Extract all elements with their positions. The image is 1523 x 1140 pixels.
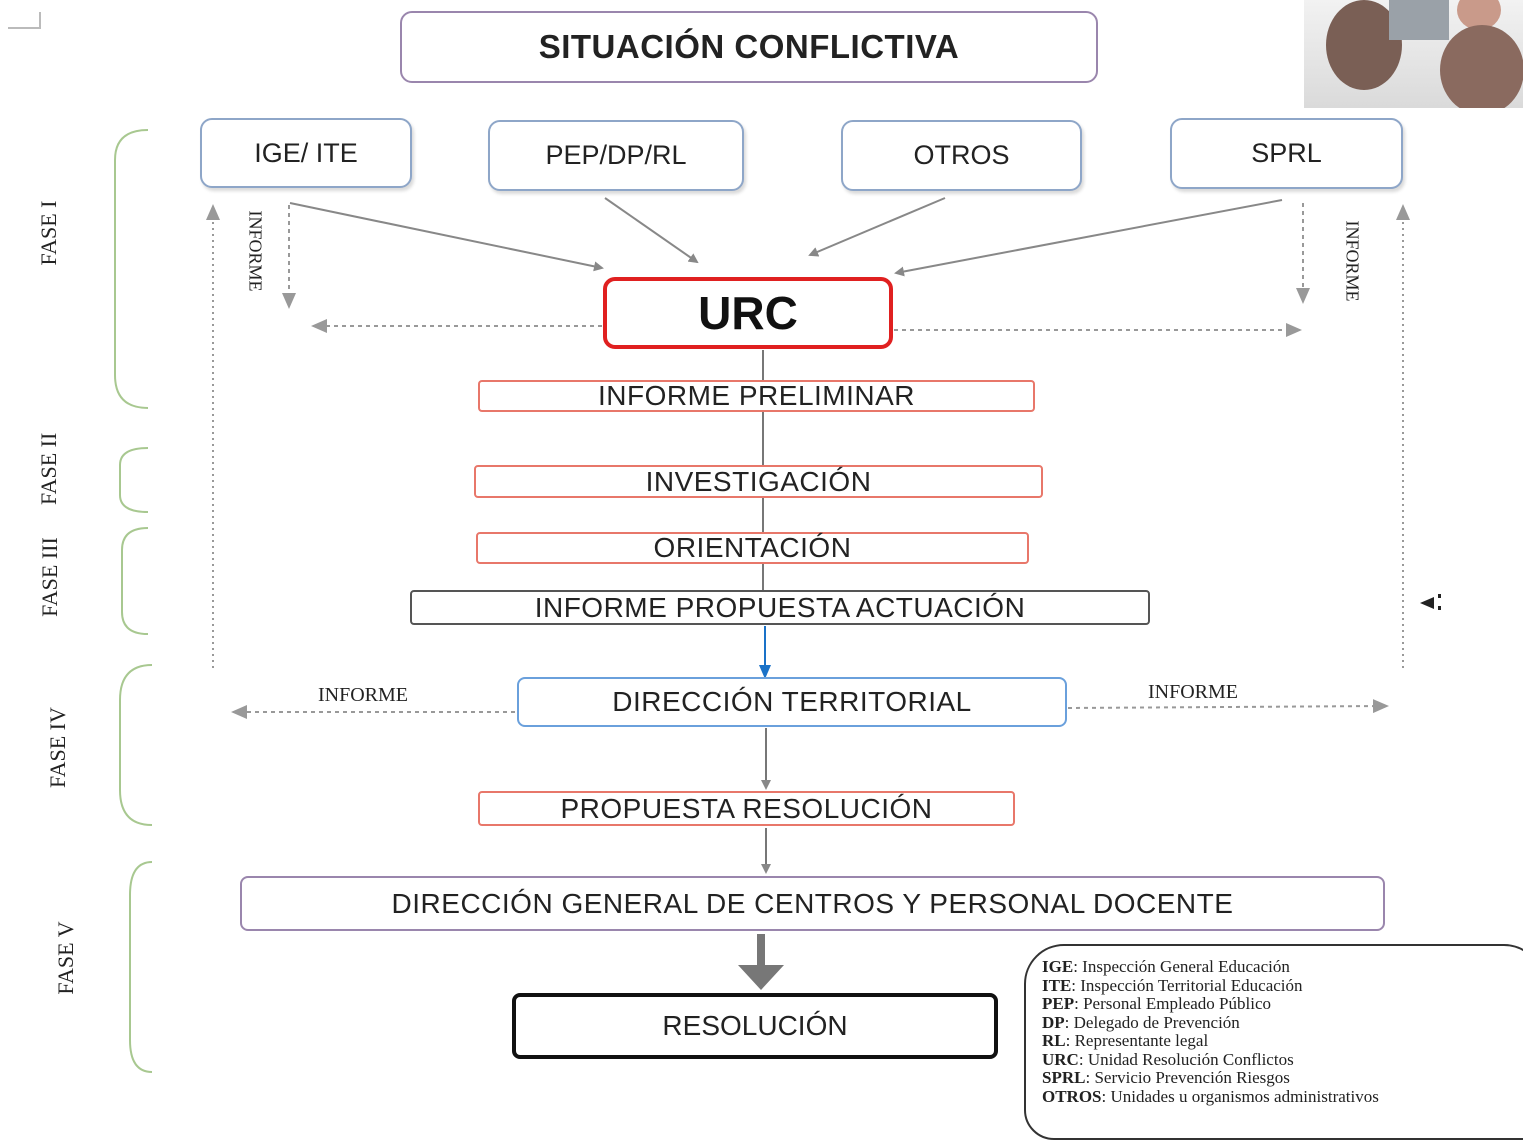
legend-item: URC: Unidad Resolución Conflictos [1042,1049,1294,1069]
source-label: SPRL [1251,138,1322,168]
step-label: INVESTIGACIÓN [645,465,872,497]
legend-item: RL: Representante legal [1042,1031,1209,1050]
informe-label-dt-right: INFORME [1148,681,1239,703]
legend-item: ITE: Inspección Territorial Educación [1042,975,1303,995]
direccion-territorial-box: DIRECCIÓN TERRITORIAL [517,677,1067,727]
step-label: DIRECCIÓN GENERAL DE CENTROS Y PERSONAL … [391,887,1234,919]
phase-label-5: FASE V [53,921,78,995]
title-box: SITUACIÓN CONFLICTIVA [400,11,1098,83]
direccion-general-box: DIRECCIÓN GENERAL DE CENTROS Y PERSONAL … [240,876,1385,931]
page-title: SITUACIÓN CONFLICTIVA [538,28,960,65]
source-label: OTROS [913,140,1010,170]
step-label: RESOLUCIÓN [662,1010,848,1041]
phase-label-1: FASE I [36,200,61,266]
phase-label-3: FASE III [37,537,62,617]
source-sprl: SPRL [1170,118,1403,189]
source-label: IGE/ ITE [254,137,358,168]
source-label: PEP/DP/RL [545,140,687,170]
legend-item: OTROS: Unidades u organismos administrat… [1042,1086,1379,1106]
phase-label-4: FASE IV [45,707,70,788]
phase-label-2: FASE II [36,432,61,505]
investigacion-box: INVESTIGACIÓN [474,465,1043,498]
step-label: ORIENTACIÓN [653,532,852,563]
legend-item: SPRL: Servicio Prevención Riesgos [1042,1068,1290,1087]
step-label: PROPUESTA RESOLUCIÓN [560,792,933,824]
informe-label-left: INFORME [245,210,266,292]
informe-label-dt-left: INFORME [318,684,409,706]
urc-label: URC [698,287,798,339]
step-label: INFORME PROPUESTA ACTUACIÓN [534,591,1026,623]
informe-propuesta-box: INFORME PROPUESTA ACTUACIÓN [410,590,1150,625]
legend-item: IGE: Inspección General Educación [1042,957,1290,976]
phase-brackets [114,129,153,1073]
informe-preliminar-box: INFORME PRELIMINAR [478,380,1035,412]
resolucion-box: RESOLUCIÓN [512,993,998,1059]
decorative-photo [1304,0,1523,108]
propuesta-resolucion-box: PROPUESTA RESOLUCIÓN [478,791,1015,826]
people-figures-icon [1326,0,1523,108]
legend-item: DP: Delegado de Prevención [1042,1012,1240,1032]
informe-label-right: INFORME [1342,220,1363,302]
step-label: DIRECCIÓN TERRITORIAL [612,686,972,717]
legend-item: PEP: Personal Empleado Público [1042,994,1271,1013]
source-ige-ite: IGE/ ITE [200,118,412,188]
orientacion-box: ORIENTACIÓN [476,532,1029,564]
step-label: INFORME PRELIMINAR [597,380,916,411]
urc-box: URC [603,277,893,349]
legend-box: IGE: Inspección General Educación ITE: I… [1024,944,1523,1140]
source-pep-dp-rl: PEP/DP/RL [488,120,744,191]
source-otros: OTROS [841,120,1082,191]
